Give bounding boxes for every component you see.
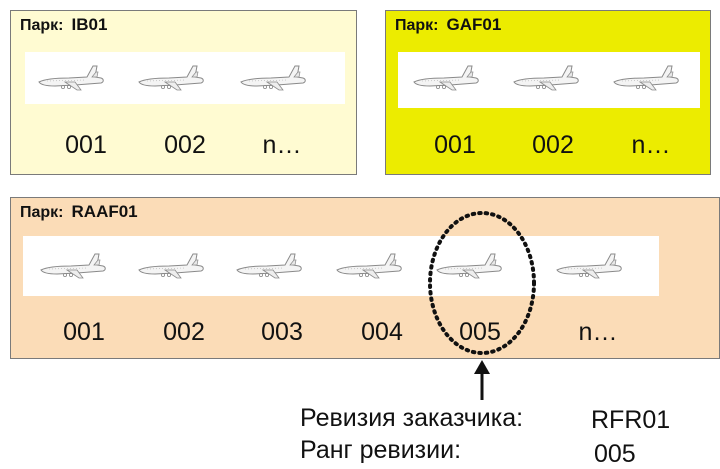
aircraft-number: n… bbox=[578, 318, 618, 346]
fleet-label: Парк: bbox=[20, 17, 64, 34]
fleet-title: Парк: RAAF01 bbox=[20, 202, 138, 222]
customer-revision-label: Ревизия заказчика: bbox=[300, 404, 524, 432]
aircraft-strip bbox=[398, 52, 700, 108]
airplane-icon bbox=[35, 60, 107, 96]
airplane-icon bbox=[135, 60, 207, 96]
aircraft-number: 003 bbox=[261, 318, 303, 346]
airplane-icon bbox=[237, 60, 309, 96]
fleet-title: Парк: GAF01 bbox=[395, 15, 501, 35]
aircraft-number: 002 bbox=[532, 131, 574, 159]
aircraft-number: 002 bbox=[163, 318, 205, 346]
aircraft-number: n… bbox=[262, 131, 302, 159]
callout-arrowhead bbox=[474, 360, 490, 374]
revision-rank-value: 005 bbox=[594, 440, 636, 468]
fleet-code: GAF01 bbox=[446, 15, 502, 34]
airplane-icon bbox=[610, 60, 682, 96]
fleet-ib01-box: Парк: IB01 001 002 n… bbox=[10, 10, 357, 175]
airplane-icon bbox=[433, 248, 505, 284]
airplane-icon bbox=[553, 248, 625, 284]
customer-revision-value: RFR01 bbox=[591, 406, 671, 434]
airplane-icon bbox=[135, 248, 207, 284]
airplane-icon bbox=[333, 248, 405, 284]
fleet-title: Парк: IB01 bbox=[20, 15, 107, 35]
aircraft-number: 002 bbox=[164, 131, 206, 159]
airplane-icon bbox=[233, 248, 305, 284]
fleet-gaf01-box: Парк: GAF01 001 002 n… bbox=[385, 10, 711, 175]
fleet-label: Парк: bbox=[395, 17, 439, 34]
aircraft-number: 004 bbox=[361, 318, 403, 346]
fleet-code: RAAF01 bbox=[71, 202, 138, 221]
revision-rank-label: Ранг ревизии: bbox=[300, 436, 462, 464]
aircraft-number: n… bbox=[631, 131, 671, 159]
aircraft-number: 001 bbox=[434, 131, 476, 159]
airplane-icon bbox=[37, 248, 109, 284]
aircraft-number: 001 bbox=[63, 318, 105, 346]
aircraft-number: 001 bbox=[65, 131, 107, 159]
fleet-code: IB01 bbox=[71, 15, 108, 34]
aircraft-strip bbox=[23, 236, 659, 296]
airplane-icon bbox=[410, 60, 482, 96]
fleet-raaf01-box: Парк: RAAF01 001 002 003 004 005 n… bbox=[10, 197, 720, 359]
aircraft-strip bbox=[25, 52, 345, 104]
fleet-label: Парк: bbox=[20, 204, 64, 221]
aircraft-number-highlighted: 005 bbox=[459, 318, 501, 346]
airplane-icon bbox=[510, 60, 582, 96]
